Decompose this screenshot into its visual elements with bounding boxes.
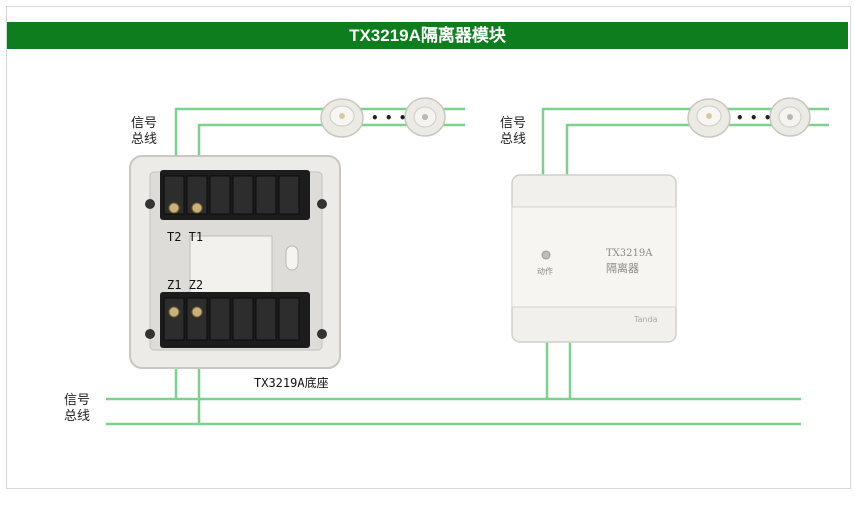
bus-label-line1: 信号 <box>131 116 158 131</box>
indicator-label: 动作 <box>537 267 553 276</box>
right-top-bus-line-1 <box>541 107 829 175</box>
heat-detector-icon <box>769 97 811 137</box>
terminal-t-label: T2 T1 <box>167 230 204 244</box>
isolator-name: 隔离器 <box>606 262 639 275</box>
bus-label-line2: 总线 <box>64 409 91 424</box>
heat-detector-icon <box>404 97 446 137</box>
right-top-bus-line-2 <box>565 123 829 175</box>
diagram-title: TX3219A隔离器模块 <box>7 22 848 49</box>
left-top-bus-label: 信号 总线 <box>131 116 157 148</box>
right-top-bus-label: 信号 总线 <box>500 116 526 148</box>
top-terminal-block <box>145 170 327 220</box>
base-caption: TX3219A底座 <box>254 376 329 390</box>
isolator-brand: Tanda <box>634 315 658 324</box>
bottom-terminal-block <box>145 292 327 348</box>
bottom-bus-label: 信号 总线 <box>64 393 90 425</box>
ellipsis-right: • • • <box>736 111 773 125</box>
tx3219a-base <box>129 155 341 369</box>
ellipsis-left: • • • <box>371 111 408 125</box>
terminal-z-label: Z1 Z2 <box>167 278 204 292</box>
bus-label-line2: 总线 <box>131 132 158 147</box>
smoke-detector-icon <box>687 98 731 138</box>
bus-label-line1: 信号 <box>64 393 91 408</box>
action-led <box>541 250 551 260</box>
tx3219a-isolator <box>511 174 677 343</box>
bus-label-line1: 信号 <box>500 116 527 131</box>
bus-label-line2: 总线 <box>500 132 527 147</box>
smoke-detector-icon <box>320 98 364 138</box>
isolator-model: TX3219A <box>606 248 653 259</box>
